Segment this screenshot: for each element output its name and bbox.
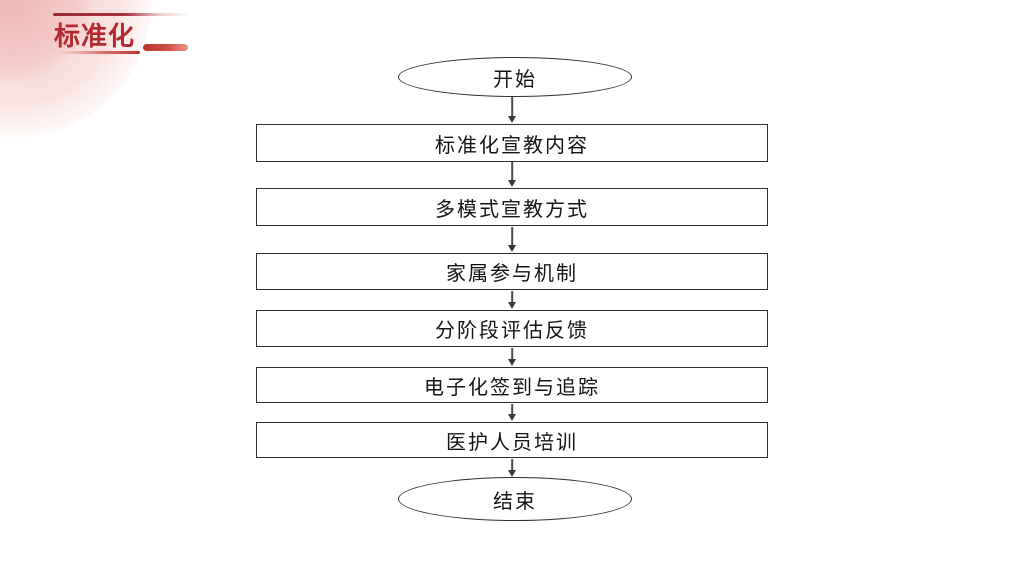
title-accent-dash (143, 44, 188, 51)
flow-step-box-4: 分阶段评估反馈 (256, 310, 768, 347)
flow-step-box-2: 多模式宣教方式 (256, 188, 768, 226)
arrow-head-icon (508, 180, 516, 187)
arrow-shaft (511, 459, 513, 471)
arrow-shaft (511, 291, 513, 303)
flow-step-label: 分阶段评估反馈 (435, 320, 589, 342)
flow-step-label: 医护人员培训 (446, 431, 578, 454)
page-title: 标准化 (54, 21, 136, 51)
flow-end-label: 结束 (493, 490, 537, 513)
flow-step-box-1: 标准化宣教内容 (256, 124, 768, 162)
flow-arrow (507, 404, 517, 421)
flow-step-label: 多模式宣教方式 (435, 198, 589, 221)
arrow-shaft (511, 348, 513, 360)
arrow-shaft (511, 404, 513, 415)
arrow-head-icon (508, 359, 516, 366)
flow-step-box-6: 医护人员培训 (256, 422, 768, 458)
arrow-head-icon (508, 116, 516, 123)
flow-step-box-3: 家属参与机制 (256, 253, 768, 290)
flow-arrow (507, 348, 517, 366)
flow-end-node: 结束 (398, 477, 632, 521)
arrow-head-icon (508, 470, 516, 477)
flow-start-label: 开始 (493, 68, 537, 91)
flow-arrow (507, 162, 517, 187)
title-underline (61, 51, 140, 54)
flow-arrow (507, 227, 517, 252)
arrow-shaft (511, 162, 513, 181)
flow-start-node: 开始 (398, 57, 632, 97)
arrow-head-icon (508, 302, 516, 309)
flow-arrow (507, 97, 517, 123)
arrow-head-icon (508, 414, 516, 421)
arrow-shaft (511, 97, 513, 117)
flow-step-label: 电子化签到与追踪 (424, 376, 600, 399)
arrow-shaft (511, 227, 513, 246)
flow-step-box-5: 电子化签到与追踪 (256, 367, 768, 403)
flow-arrow (507, 459, 517, 477)
flow-step-label: 标准化宣教内容 (435, 134, 589, 157)
arrow-head-icon (508, 245, 516, 252)
flow-step-label: 家属参与机制 (446, 263, 578, 285)
title-top-line (53, 13, 190, 16)
flow-arrow (507, 291, 517, 309)
